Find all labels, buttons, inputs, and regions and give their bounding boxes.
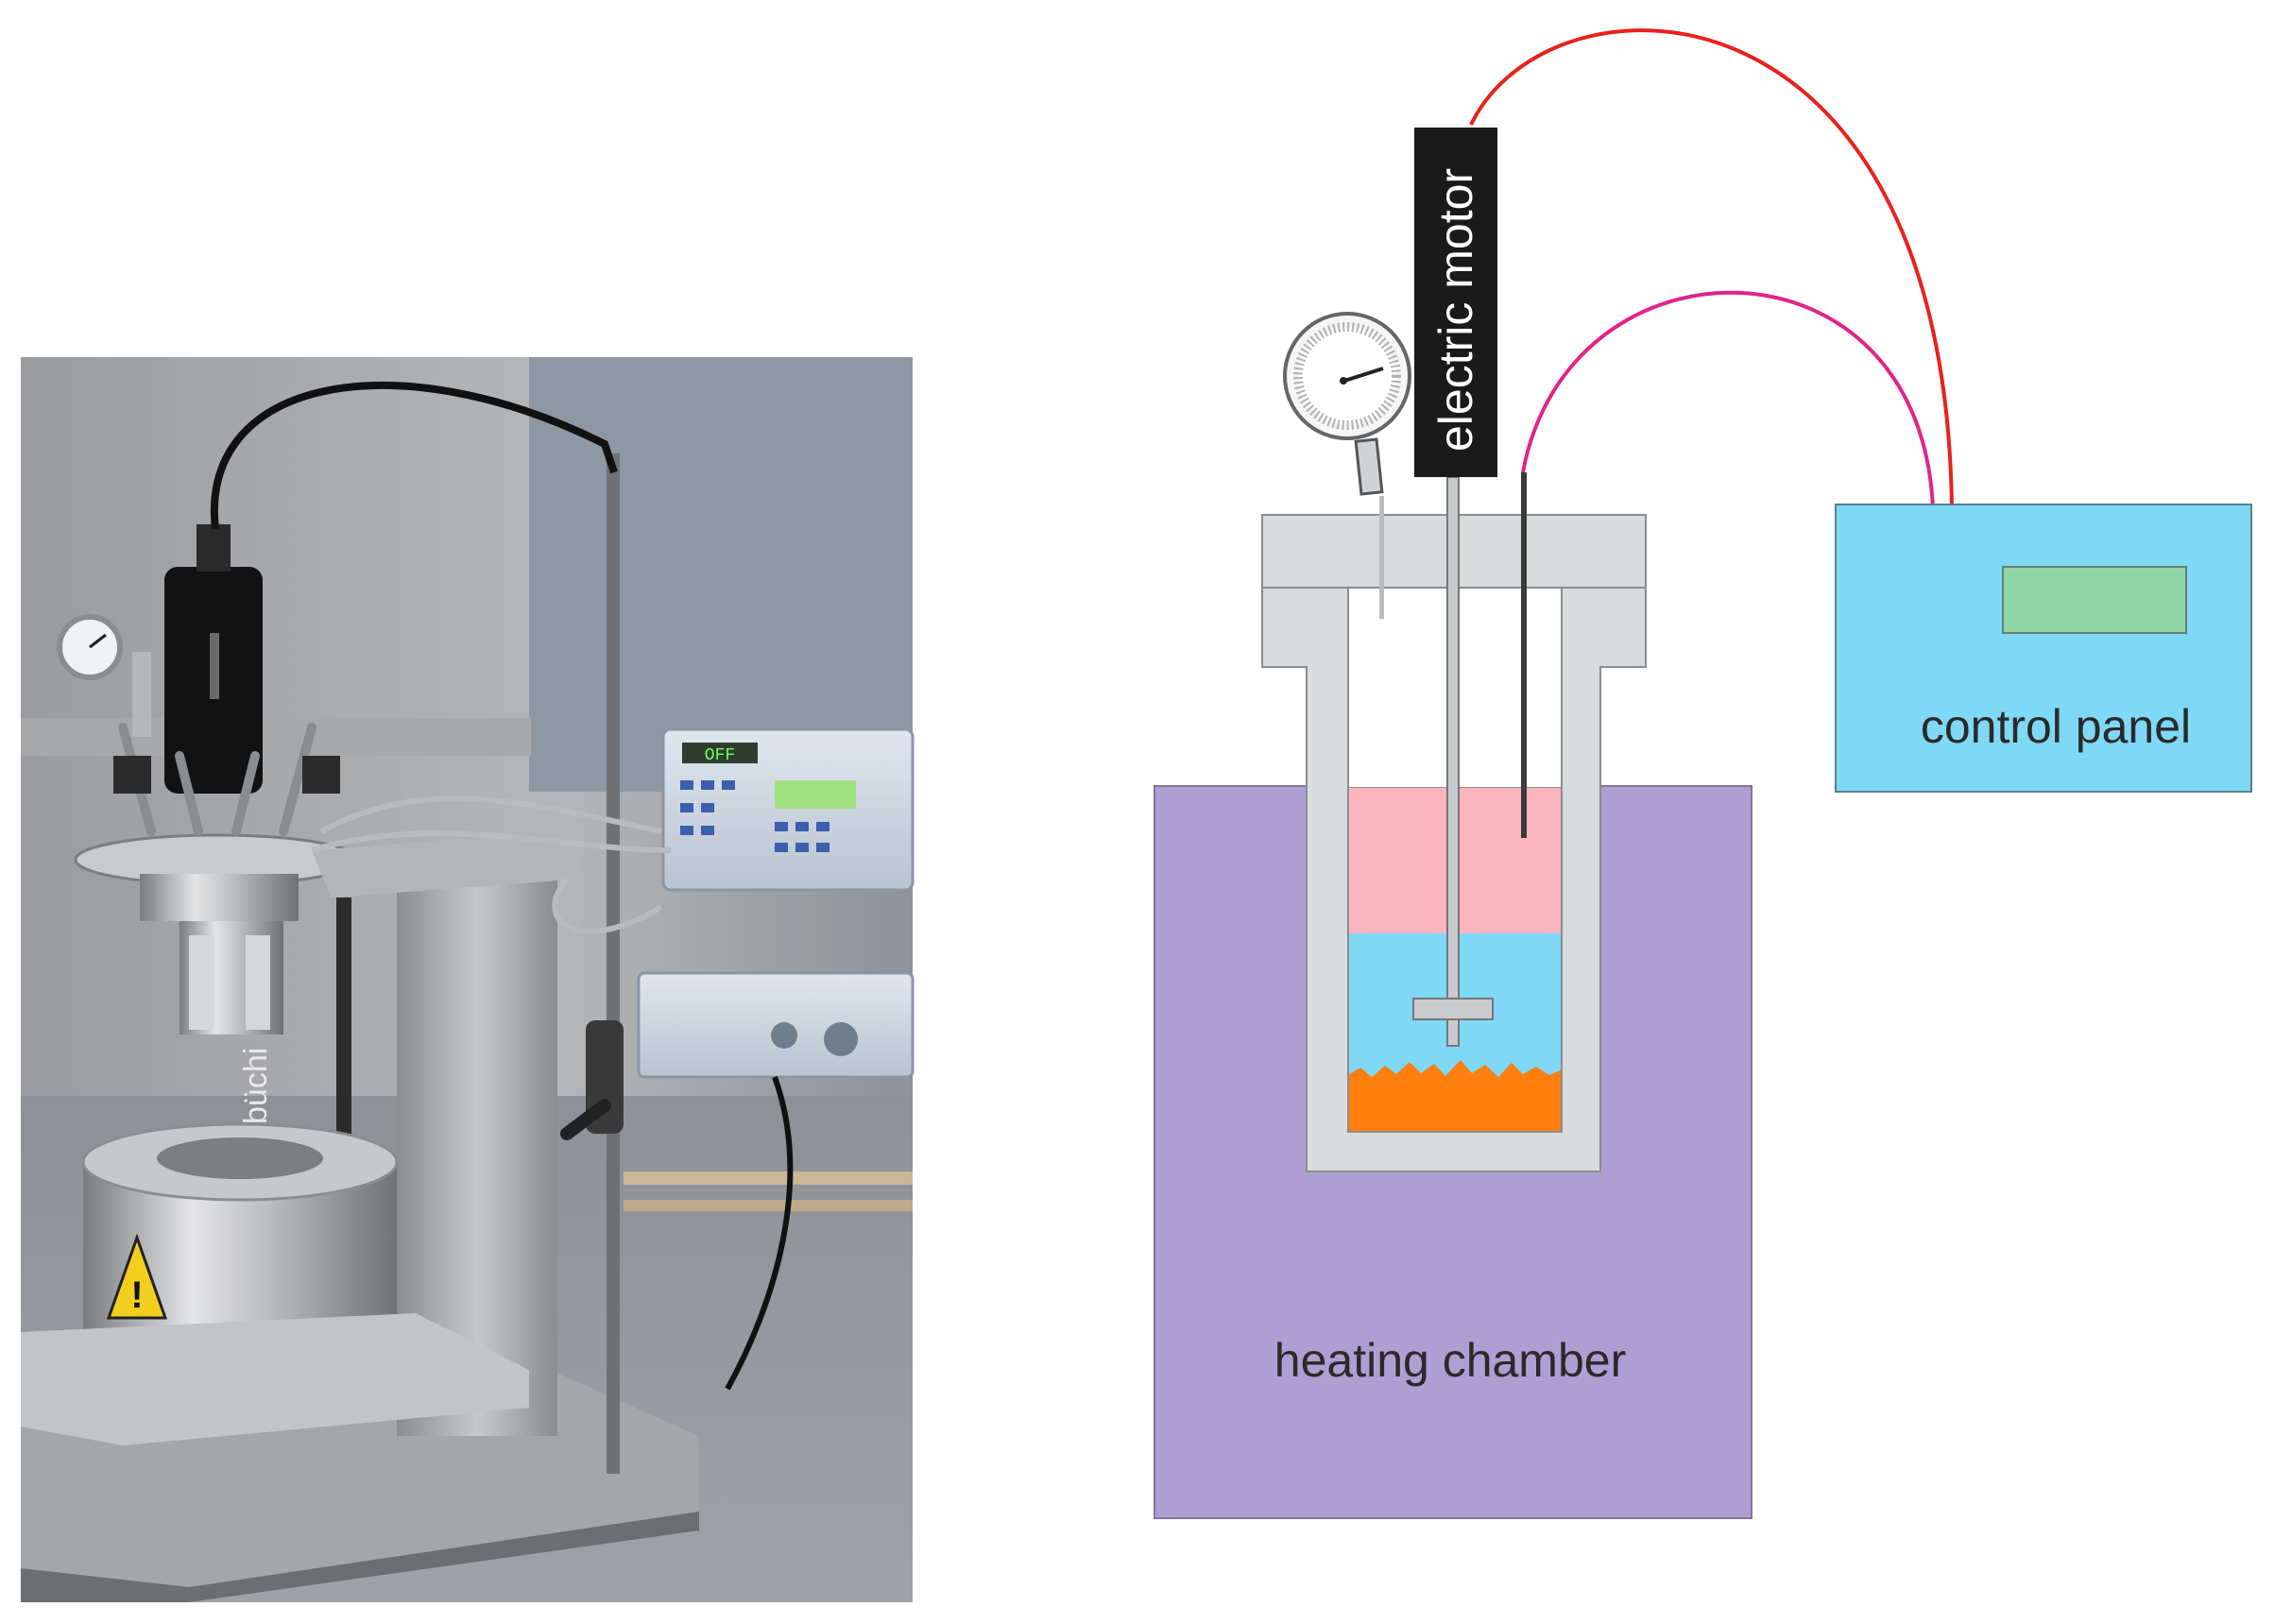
photo-black-cable [725, 1075, 794, 1391]
vessel-tube [189, 935, 214, 1030]
lift-rod [607, 453, 620, 1474]
electric-motor [1414, 128, 1497, 477]
photo-cables [311, 795, 672, 934]
lid-valve [113, 756, 151, 794]
controller-lcd [775, 780, 856, 809]
vessel-clamp [140, 874, 299, 921]
photo-motor-cap [197, 524, 231, 572]
photo-controller: OFF [661, 727, 915, 892]
sediment-layer [1348, 1060, 1562, 1132]
warning-sticker: ! [106, 1233, 168, 1320]
gauge-stem [1379, 496, 1384, 619]
photo-gauge [57, 614, 151, 737]
lift-lever [560, 1099, 611, 1140]
wall-pipe [624, 1171, 913, 1185]
photo-jacket-tray [21, 1313, 529, 1445]
photo-heating-jacket-hole [157, 1137, 323, 1179]
lid-valve [302, 756, 340, 794]
electric-motor-label: electric motor [1429, 168, 1482, 452]
probe-cable [1521, 290, 1935, 511]
pressure-gauge-icon [1283, 312, 1411, 496]
photo-motor-cable [210, 382, 618, 530]
wall-stripe [21, 718, 531, 756]
temperature-probe-icon [1521, 472, 1527, 838]
control-panel-label: control panel [1921, 700, 2191, 753]
control-panel-screen [2002, 566, 2187, 634]
svg-text:!: ! [130, 1274, 143, 1316]
wall-pipe [624, 1200, 913, 1211]
photo-brand-text: büchi [238, 1048, 274, 1124]
stirrer-icon [1412, 476, 1494, 1047]
photo-controller-lower [637, 971, 915, 1079]
motor-cable [1469, 28, 1954, 511]
vessel-tube [246, 935, 270, 1030]
heating-chamber-label: heating chamber [1274, 1334, 1626, 1387]
svg-text:OFF: OFF [705, 746, 735, 765]
base-plate-edge [21, 1512, 699, 1602]
control-panel [1835, 504, 2252, 793]
stand-arm [312, 831, 586, 897]
controller-display [682, 743, 758, 763]
reactor-photo: büchi ! OFF [21, 357, 915, 1602]
wall-panel [529, 357, 913, 792]
motor-label-strip [210, 633, 219, 699]
